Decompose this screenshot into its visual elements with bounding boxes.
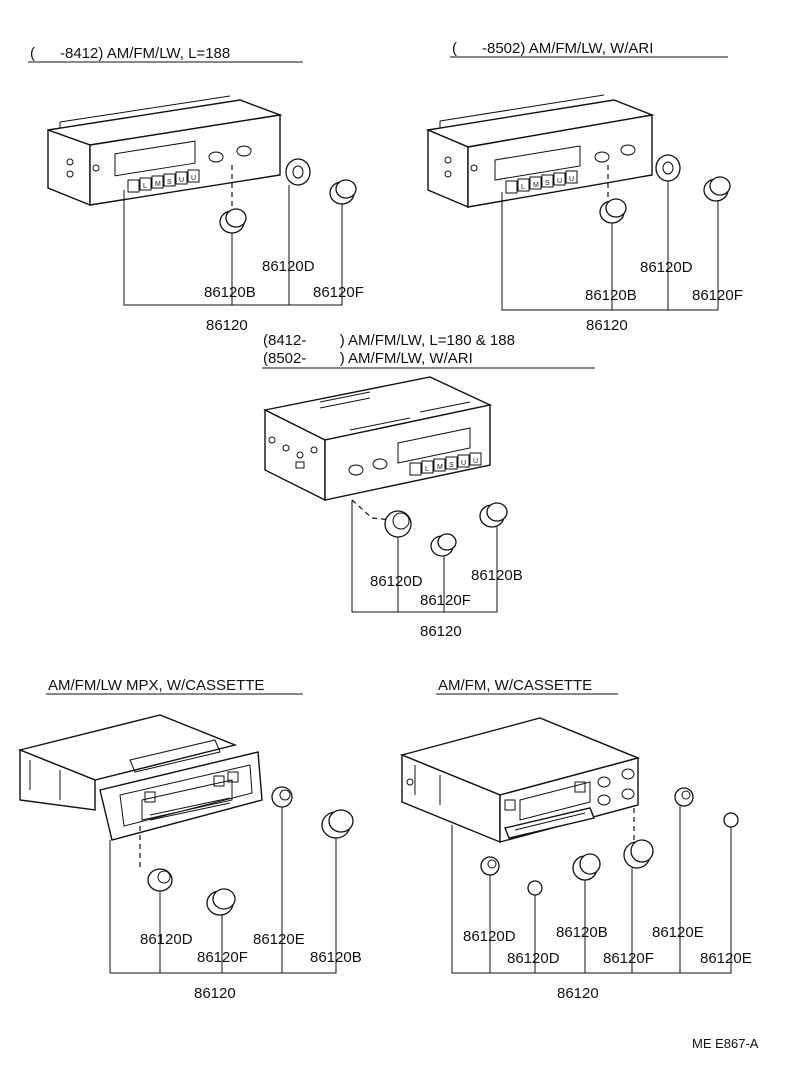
button-letter: U bbox=[191, 175, 196, 182]
button-letter: S bbox=[449, 462, 454, 469]
knob-86120e-2 bbox=[723, 812, 739, 828]
label-86120f: 86120F bbox=[197, 949, 248, 966]
knob-86120d bbox=[285, 158, 311, 186]
diagram-id: ME E867-A bbox=[692, 1036, 759, 1051]
group-bottom-right: AM/FM, W/CASSETTE bbox=[399, 677, 752, 1002]
group-top-left: ( -8412) AM/FM/LW, L=188 L M bbox=[28, 45, 364, 334]
knob-86120f bbox=[430, 533, 457, 557]
button-letter: U bbox=[557, 178, 562, 185]
button-letter: S bbox=[167, 179, 172, 186]
group-top-right: ( -8502) AM/FM/LW, W/ARI L M bbox=[425, 40, 743, 334]
label-assembly: 86120 bbox=[206, 317, 248, 334]
label-86120d-2: 86120D bbox=[507, 950, 560, 967]
label-86120d-1: 86120D bbox=[463, 928, 516, 945]
knob-86120f bbox=[703, 176, 731, 202]
button-letter: S bbox=[545, 180, 550, 187]
header-bottom-left: AM/FM/LW MPX, W/CASSETTE bbox=[48, 677, 264, 694]
label-assembly: 86120 bbox=[194, 985, 236, 1002]
radio-unit-top-right: L M S U U bbox=[425, 94, 655, 209]
knob-86120f bbox=[329, 179, 357, 205]
label-86120f: 86120F bbox=[692, 287, 743, 304]
label-86120f: 86120F bbox=[313, 284, 364, 301]
preset-buttons: L M S U U bbox=[505, 170, 578, 194]
label-assembly: 86120 bbox=[586, 317, 628, 334]
knob-86120e bbox=[271, 786, 293, 808]
knob-86120b bbox=[321, 809, 354, 839]
knob-86120d-2 bbox=[527, 880, 543, 896]
radio-unit-top-left: L M S U U bbox=[47, 95, 283, 207]
button-letter: L bbox=[143, 183, 147, 190]
button-letter: L bbox=[521, 184, 525, 191]
knob-86120d bbox=[655, 154, 681, 182]
knob-86120d bbox=[147, 868, 173, 892]
button-letter: M bbox=[155, 181, 161, 188]
label-86120d: 86120D bbox=[640, 259, 693, 276]
label-86120e: 86120E bbox=[253, 931, 305, 948]
button-letter: U bbox=[569, 176, 574, 183]
label-86120d: 86120D bbox=[370, 573, 423, 590]
label-assembly: 86120 bbox=[420, 623, 462, 640]
header-middle-line1: (8412- ) AM/FM/LW, L=180 & 188 bbox=[263, 332, 515, 349]
radio-unit-bottom-right bbox=[399, 717, 641, 844]
button-letter: L bbox=[425, 466, 429, 473]
header-top-left: ( -8412) AM/FM/LW, L=188 bbox=[30, 45, 230, 62]
group-middle: (8412- ) AM/FM/LW, L=180 & 188 (8502- ) … bbox=[262, 332, 595, 640]
knob-86120f bbox=[623, 839, 654, 869]
label-86120d: 86120D bbox=[140, 931, 193, 948]
preset-buttons: L M S U U bbox=[409, 452, 482, 476]
label-86120b: 86120B bbox=[556, 924, 608, 941]
radio-unit-bottom-left bbox=[17, 714, 263, 841]
button-letter: U bbox=[461, 460, 466, 467]
button-letter: U bbox=[179, 177, 184, 184]
knob-86120d bbox=[384, 510, 412, 538]
group-bottom-left: AM/FM/LW MPX, W/CASSETTE bbox=[17, 677, 362, 1002]
header-bottom-right: AM/FM, W/CASSETTE bbox=[438, 677, 592, 694]
label-86120b: 86120B bbox=[585, 287, 637, 304]
knob-86120b bbox=[219, 208, 247, 234]
knob-86120b bbox=[479, 502, 508, 528]
knob-86120d-1 bbox=[480, 856, 500, 876]
knob-86120f bbox=[206, 888, 236, 916]
button-letter: M bbox=[533, 182, 539, 189]
label-86120d: 86120D bbox=[262, 258, 315, 275]
label-86120e-1: 86120E bbox=[652, 924, 704, 941]
label-86120b: 86120B bbox=[310, 949, 362, 966]
label-86120b: 86120B bbox=[471, 567, 523, 584]
label-86120f: 86120F bbox=[603, 950, 654, 967]
header-middle-line2: (8502- ) AM/FM/LW, W/ARI bbox=[263, 350, 473, 367]
button-letter: M bbox=[437, 464, 443, 471]
knob-86120e-1 bbox=[674, 787, 694, 807]
button-letter: U bbox=[473, 458, 478, 465]
label-86120e-2: 86120E bbox=[700, 950, 752, 967]
header-top-right: ( -8502) AM/FM/LW, W/ARI bbox=[452, 40, 653, 57]
label-86120b: 86120B bbox=[204, 284, 256, 301]
knob-86120b bbox=[572, 853, 601, 881]
label-86120f: 86120F bbox=[420, 592, 471, 609]
radio-unit-middle: L M S U U bbox=[262, 376, 493, 502]
knob-86120b bbox=[599, 198, 627, 224]
label-assembly: 86120 bbox=[557, 985, 599, 1002]
preset-buttons: L M S U U bbox=[127, 169, 200, 193]
